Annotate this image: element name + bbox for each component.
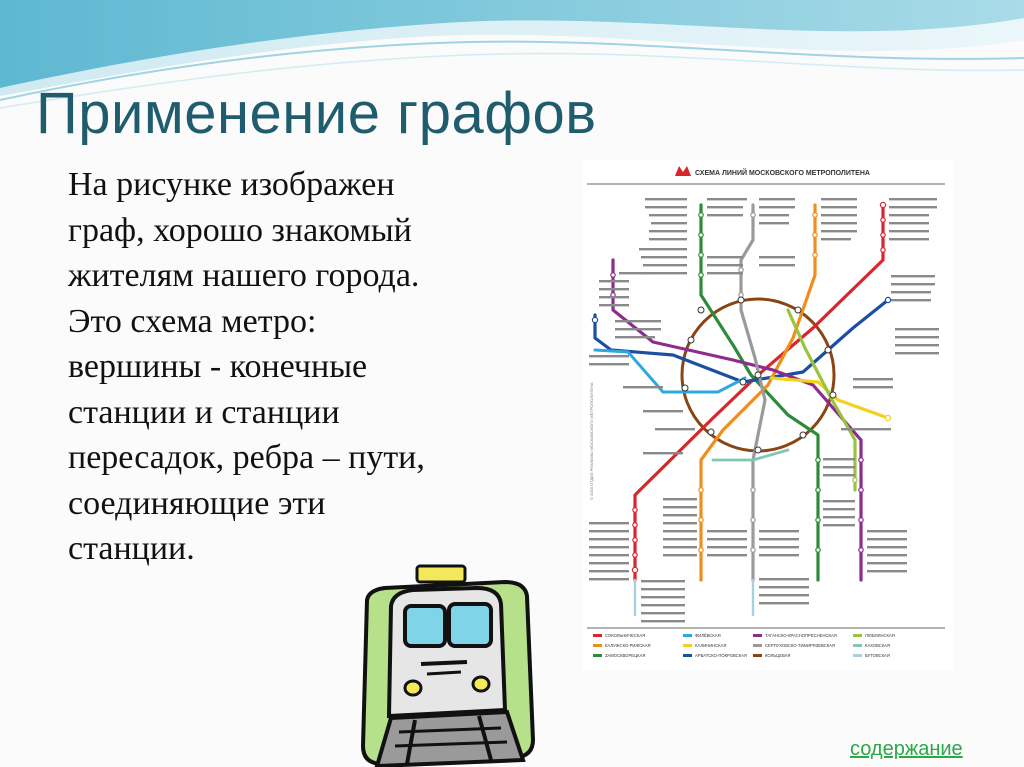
- legend-label: КАХОВСКАЯ: [865, 643, 890, 648]
- legend-label: КОЛЬЦЕВАЯ: [765, 653, 790, 658]
- legend-label: ФИЛЁВСКАЯ: [695, 633, 721, 638]
- metro-map-heading: СХЕМА ЛИНИЙ МОСКОВСКОГО МЕТРОПОЛИТЕНА: [695, 168, 870, 177]
- body-line: Это схема метро:: [68, 302, 317, 340]
- legend-label: ТАГАНСКО-КРАСНОПРЕСНЕНСКАЯ: [765, 633, 837, 638]
- contents-link[interactable]: содержание: [850, 738, 963, 760]
- body-line: вершины - конечные: [68, 348, 368, 385]
- legend-label: КАЛИНИНСКАЯ: [695, 643, 726, 648]
- body-line: соединяющие эти: [68, 484, 326, 522]
- slide-body: На рисунке изображен граф, хорошо знаком…: [68, 162, 488, 572]
- metro-legend: СОКОЛЬНИЧЕСКАЯ ФИЛЁВСКАЯ КАЛУЖСКО-РИЖСКА…: [593, 633, 895, 658]
- metro-map: СХЕМА ЛИНИЙ МОСКОВСКОГО МЕТРОПОЛИТЕНА © …: [583, 160, 953, 670]
- body-line: станции и станции: [68, 393, 340, 431]
- legend-label: БУТОВСКАЯ: [865, 653, 890, 658]
- legend-label: СОКОЛЬНИЧЕСКАЯ: [605, 633, 645, 638]
- body-line: жителям нашего города.: [68, 257, 420, 294]
- legend-label: КАЛУЖСКО-РИЖСКАЯ: [605, 643, 651, 648]
- legend-label: ЛЮБЛИНСКАЯ: [865, 633, 895, 638]
- slide-title: Применение графов: [36, 81, 597, 146]
- legend-label: СЕРПУХОВСКО-ТИМИРЯЗЕВСКАЯ: [765, 643, 835, 648]
- body-line: пересадок, ребра – пути,: [68, 439, 425, 476]
- train-icon: [360, 564, 536, 767]
- body-line: граф, хорошо знакомый: [68, 211, 412, 249]
- svg-text:© 2000 ОТДЕЛ РЕКЛАМЫ МОСКОВСКО: © 2000 ОТДЕЛ РЕКЛАМЫ МОСКОВСКОГО МЕТРОПО…: [589, 382, 594, 500]
- wave-decoration: [0, 0, 1024, 109]
- metro-logo-icon: [675, 166, 691, 176]
- body-line: станции.: [68, 530, 195, 567]
- body-line: На рисунке изображен: [68, 166, 395, 203]
- legend-label: АРБАТСКО-ПОКРОВСКАЯ: [695, 653, 747, 658]
- legend-label: ЗАМОСКВОРЕЦКАЯ: [605, 653, 645, 658]
